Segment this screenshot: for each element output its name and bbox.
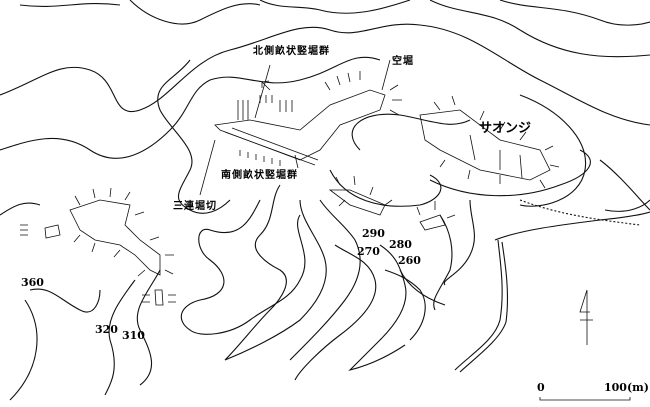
label-north-trench-group: 北側畝状竪堀群	[253, 46, 330, 57]
contour-label-290: 290	[362, 227, 385, 240]
scale-label-start: 0	[537, 381, 545, 394]
castle-earthworks	[20, 59, 560, 306]
contour-label-260: 260	[398, 254, 421, 267]
label-south-trench-group: 南側畝状竪堀群	[221, 170, 298, 181]
hachure-marks	[20, 71, 560, 303]
scale-bar	[539, 397, 631, 401]
contour-label-310: 310	[122, 329, 145, 342]
label-triple-moat: 三連堀切	[173, 201, 217, 212]
contour-label-280: 280	[389, 238, 412, 251]
contour-label-270: 270	[357, 245, 380, 258]
contour-label-320: 320	[95, 323, 118, 336]
label-dry-moat: 空堀	[392, 56, 414, 67]
scale-label-end: 100(m)	[604, 381, 650, 394]
contour-label-360: 360	[21, 276, 44, 289]
north-arrow-icon	[579, 289, 593, 345]
label-saonji: サオンジ	[479, 121, 532, 136]
